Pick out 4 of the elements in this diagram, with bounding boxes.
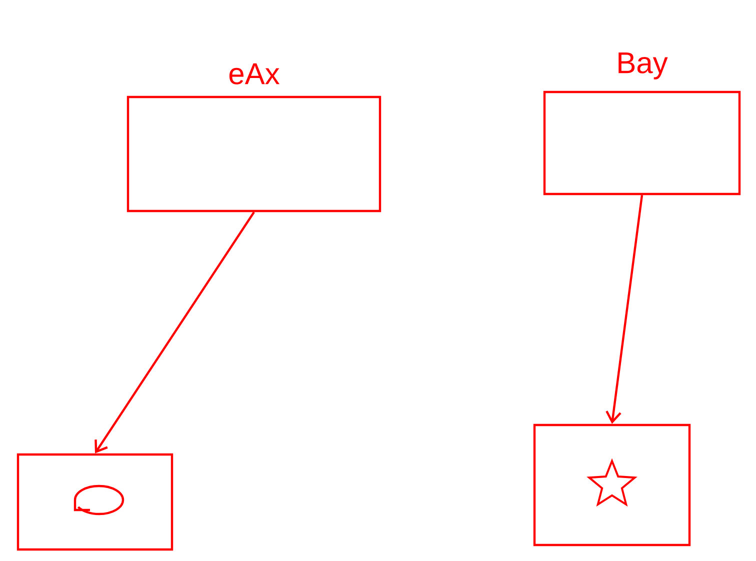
heading: Bay — [618, 52, 668, 80]
arrow — [94, 211, 255, 454]
arrow — [606, 194, 644, 424]
heading: eAx — [229, 63, 280, 84]
